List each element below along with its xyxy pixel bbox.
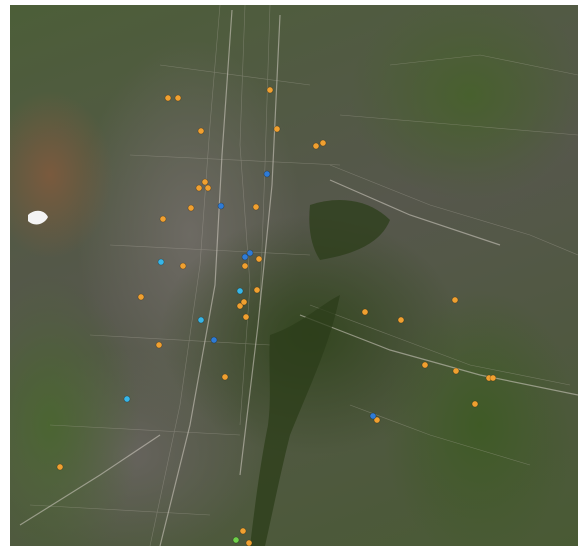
map-marker-orange[interactable] bbox=[174, 94, 182, 102]
map-marker-blue[interactable] bbox=[241, 253, 249, 261]
map-marker-orange[interactable] bbox=[489, 374, 497, 382]
map-marker-orange[interactable] bbox=[56, 463, 64, 471]
map-marker-orange[interactable] bbox=[255, 255, 263, 263]
map-marker-orange[interactable] bbox=[421, 361, 429, 369]
satellite-map[interactable] bbox=[10, 5, 578, 546]
map-marker-orange[interactable] bbox=[471, 400, 479, 408]
map-marker-orange[interactable] bbox=[137, 293, 145, 301]
map-marker-orange[interactable] bbox=[273, 125, 281, 133]
map-marker-orange[interactable] bbox=[452, 367, 460, 375]
map-marker-blue[interactable] bbox=[369, 412, 377, 420]
marker-layer bbox=[56, 86, 497, 546]
map-marker-orange[interactable] bbox=[319, 139, 327, 147]
map-marker-orange[interactable] bbox=[253, 286, 261, 294]
map-marker-orange[interactable] bbox=[361, 308, 369, 316]
map-marker-orange[interactable] bbox=[252, 203, 260, 211]
map-marker-cyan[interactable] bbox=[197, 316, 205, 324]
map-marker-orange[interactable] bbox=[221, 373, 229, 381]
left-panel-edge bbox=[0, 0, 10, 548]
map-marker-orange[interactable] bbox=[201, 178, 209, 186]
map-marker-orange[interactable] bbox=[187, 204, 195, 212]
map-marker-orange[interactable] bbox=[164, 94, 172, 102]
map-marker-blue[interactable] bbox=[217, 202, 225, 210]
map-marker-orange[interactable] bbox=[179, 262, 187, 270]
map-marker-orange[interactable] bbox=[239, 527, 247, 535]
map-marker-orange[interactable] bbox=[240, 298, 248, 306]
map-marker-orange[interactable] bbox=[204, 184, 212, 192]
map-marker-cyan[interactable] bbox=[157, 258, 165, 266]
map-marker-orange[interactable] bbox=[245, 539, 253, 546]
cloud-patch bbox=[28, 210, 48, 225]
map-marker-orange[interactable] bbox=[195, 184, 203, 192]
map-marker-orange[interactable] bbox=[312, 142, 320, 150]
map-marker-blue[interactable] bbox=[246, 249, 254, 257]
map-marker-orange[interactable] bbox=[397, 316, 405, 324]
map-marker-orange[interactable] bbox=[197, 127, 205, 135]
map-marker-cyan[interactable] bbox=[236, 287, 244, 295]
map-marker-orange[interactable] bbox=[236, 302, 244, 310]
map-marker-blue[interactable] bbox=[210, 336, 218, 344]
map-marker-orange[interactable] bbox=[373, 416, 381, 424]
map-marker-cyan[interactable] bbox=[123, 395, 131, 403]
map-marker-green[interactable] bbox=[232, 536, 240, 544]
map-marker-orange[interactable] bbox=[266, 86, 274, 94]
map-marker-blue[interactable] bbox=[263, 170, 271, 178]
map-marker-orange[interactable] bbox=[451, 296, 459, 304]
road-network-layer bbox=[19, 5, 578, 546]
map-marker-orange[interactable] bbox=[155, 341, 163, 349]
map-marker-orange[interactable] bbox=[159, 215, 167, 223]
map-marker-orange[interactable] bbox=[242, 313, 250, 321]
map-marker-orange[interactable] bbox=[241, 262, 249, 270]
